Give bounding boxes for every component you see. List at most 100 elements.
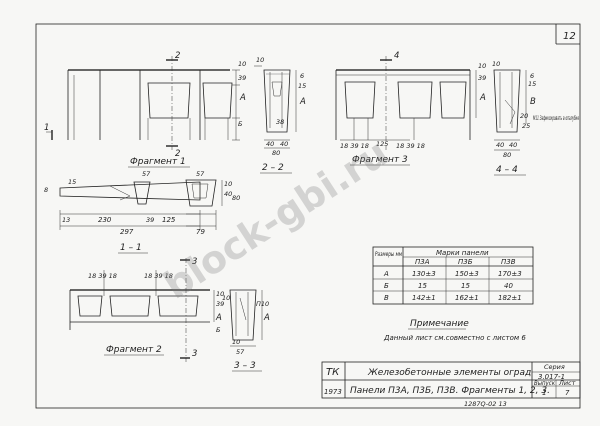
dim-f2-18-39-18b: 18 39 18 xyxy=(144,272,173,280)
dim-11-125: 125 xyxy=(162,216,176,224)
marks-table xyxy=(372,246,534,305)
dim-22-10: 10 xyxy=(256,56,264,64)
title-subject: Железобетонные элементы оград xyxy=(367,368,531,378)
dim-44-15: 15 xyxy=(528,80,536,88)
sheet-number: 12 xyxy=(563,31,576,42)
title-block xyxy=(321,361,581,399)
dim-44-10: 10 xyxy=(492,60,500,68)
dim-f3-39: 39 xyxy=(478,74,486,82)
cut-3-label-bottom: 3 xyxy=(192,349,197,359)
series-label: Серия xyxy=(544,363,565,371)
note-text: Данный лист см.совместно с листом 6 xyxy=(383,334,526,342)
table-row-a-label: А xyxy=(383,270,389,278)
table-row-b-2: 15 xyxy=(461,282,470,290)
table-row-v-3: 182±1 xyxy=(498,294,522,302)
dim-11-10: 10 xyxy=(224,180,232,188)
dim-22-80: 80 xyxy=(272,149,280,157)
dim-f3-125: 125 xyxy=(376,140,388,148)
dim-44-40b: 40 xyxy=(509,141,517,149)
dim-f2-18-39-18: 18 39 18 xyxy=(88,272,117,280)
dim-11-40: 40 xyxy=(224,190,232,198)
dim-44-6: 6 xyxy=(530,72,534,80)
fragment-3-title: Фрагмент 3 xyxy=(352,155,408,165)
dim-33-57: 57 xyxy=(236,348,245,356)
note-title: Примечание xyxy=(410,319,469,329)
section-4-4-drawing xyxy=(493,69,527,151)
section-1-1-drawing xyxy=(59,179,223,230)
title-tk: ТК xyxy=(326,367,340,378)
cut-1-label: 1 xyxy=(44,123,49,133)
dim-44-20: 20 xyxy=(520,112,528,120)
fragment-2-title: Фрагмент 2 xyxy=(106,345,162,355)
dim-33-a: А xyxy=(263,313,270,323)
dim-44-80: 80 xyxy=(503,151,511,159)
weld-note: М11 Зафиксировать в опалубке xyxy=(533,114,579,122)
series-value: 3.017-1 xyxy=(538,373,565,381)
dim-44-40a: 40 xyxy=(496,141,504,149)
dim-11-39: 39 xyxy=(146,216,154,224)
section-2-2-drawing xyxy=(254,65,297,149)
dim-33-p10: П10 xyxy=(256,300,269,308)
section-2-2-title: 2 – 2 xyxy=(262,163,284,173)
dim-f3-18-39-18b: 18 39 18 xyxy=(396,142,425,150)
dim-44-25: 25 xyxy=(522,122,530,130)
dim-22-6: 6 xyxy=(300,72,304,80)
table-row-a-3: 170±3 xyxy=(498,270,522,278)
dim-f1-39: 39 xyxy=(238,74,246,82)
fragment-2-drawing xyxy=(69,258,215,362)
section-4-4-title: 4 – 4 xyxy=(496,165,518,175)
issue-value: 1 xyxy=(542,389,546,397)
table-header-left: Размеры мм xyxy=(375,250,402,258)
table-header-group: Марки панели xyxy=(436,249,489,257)
table-row-v-2: 162±1 xyxy=(455,294,479,302)
title-year: 1973 xyxy=(324,388,342,396)
dim-f2-10: 10 xyxy=(216,290,224,298)
dim-11-230: 230 xyxy=(98,216,112,224)
dim-33-10: 10 xyxy=(222,294,230,302)
dim-22-40b: 40 xyxy=(280,140,288,148)
issue-label: Выпуск xyxy=(534,379,555,387)
table-row-b-3: 40 xyxy=(504,282,513,290)
sheet-label: Лист xyxy=(558,379,576,387)
footer-code: 1287Q-02 13 xyxy=(464,400,507,408)
dim-11-8: 8 xyxy=(44,186,48,194)
fragment-1-drawing xyxy=(46,56,240,150)
dim-22-40a: 40 xyxy=(266,140,274,148)
dim-11-13: 13 xyxy=(62,216,70,224)
table-col-1: П3А xyxy=(415,258,430,266)
sheet-frame xyxy=(35,23,581,409)
table-row-v-label: В xyxy=(384,294,389,302)
title-name: Панели П3А, П3Б, П3В. Фрагменты 1, 2, 3. xyxy=(350,386,550,396)
dim-44-v: В xyxy=(530,97,536,107)
dim-f3-10: 10 xyxy=(478,62,486,70)
section-1-1-title: 1 – 1 xyxy=(120,243,142,253)
cut-3-label-top: 3 xyxy=(192,257,197,267)
dim-f3-a: А xyxy=(479,93,486,103)
dim-22-a: А xyxy=(299,97,306,107)
dim-22-38: 38 xyxy=(276,118,284,126)
cut-4-label: 4 xyxy=(394,51,399,61)
dim-11-80: 80 xyxy=(232,194,240,202)
dim-f1-a: А xyxy=(239,93,246,103)
section-3-3-title: 3 – 3 xyxy=(234,361,256,371)
dim-11-297: 297 xyxy=(120,228,134,236)
dim-f2-39: 39 xyxy=(216,300,224,308)
cut-2-label-top: 2 xyxy=(175,51,180,61)
dim-11-15: 15 xyxy=(68,178,76,186)
table-col-3: П3В xyxy=(501,258,516,266)
dim-11-57b: 57 xyxy=(196,170,205,178)
table-row-a-1: 130±3 xyxy=(412,270,436,278)
cut-2-label-bottom: 2 xyxy=(175,149,180,159)
table-row-b-label: Б xyxy=(384,282,389,290)
table-row-b-1: 15 xyxy=(418,282,427,290)
dim-f2-b: Б xyxy=(216,326,221,334)
dim-f2-a: А xyxy=(215,313,222,323)
fragment-3-drawing xyxy=(335,56,477,150)
dim-f3-18-39-18: 18 39 18 xyxy=(340,142,369,150)
dim-33-10b: 10 xyxy=(232,338,240,346)
dim-11-57: 57 xyxy=(142,170,151,178)
table-col-2: П3Б xyxy=(458,258,473,266)
sheet-value: 7 xyxy=(565,389,570,397)
table-row-a-2: 150±3 xyxy=(455,270,479,278)
